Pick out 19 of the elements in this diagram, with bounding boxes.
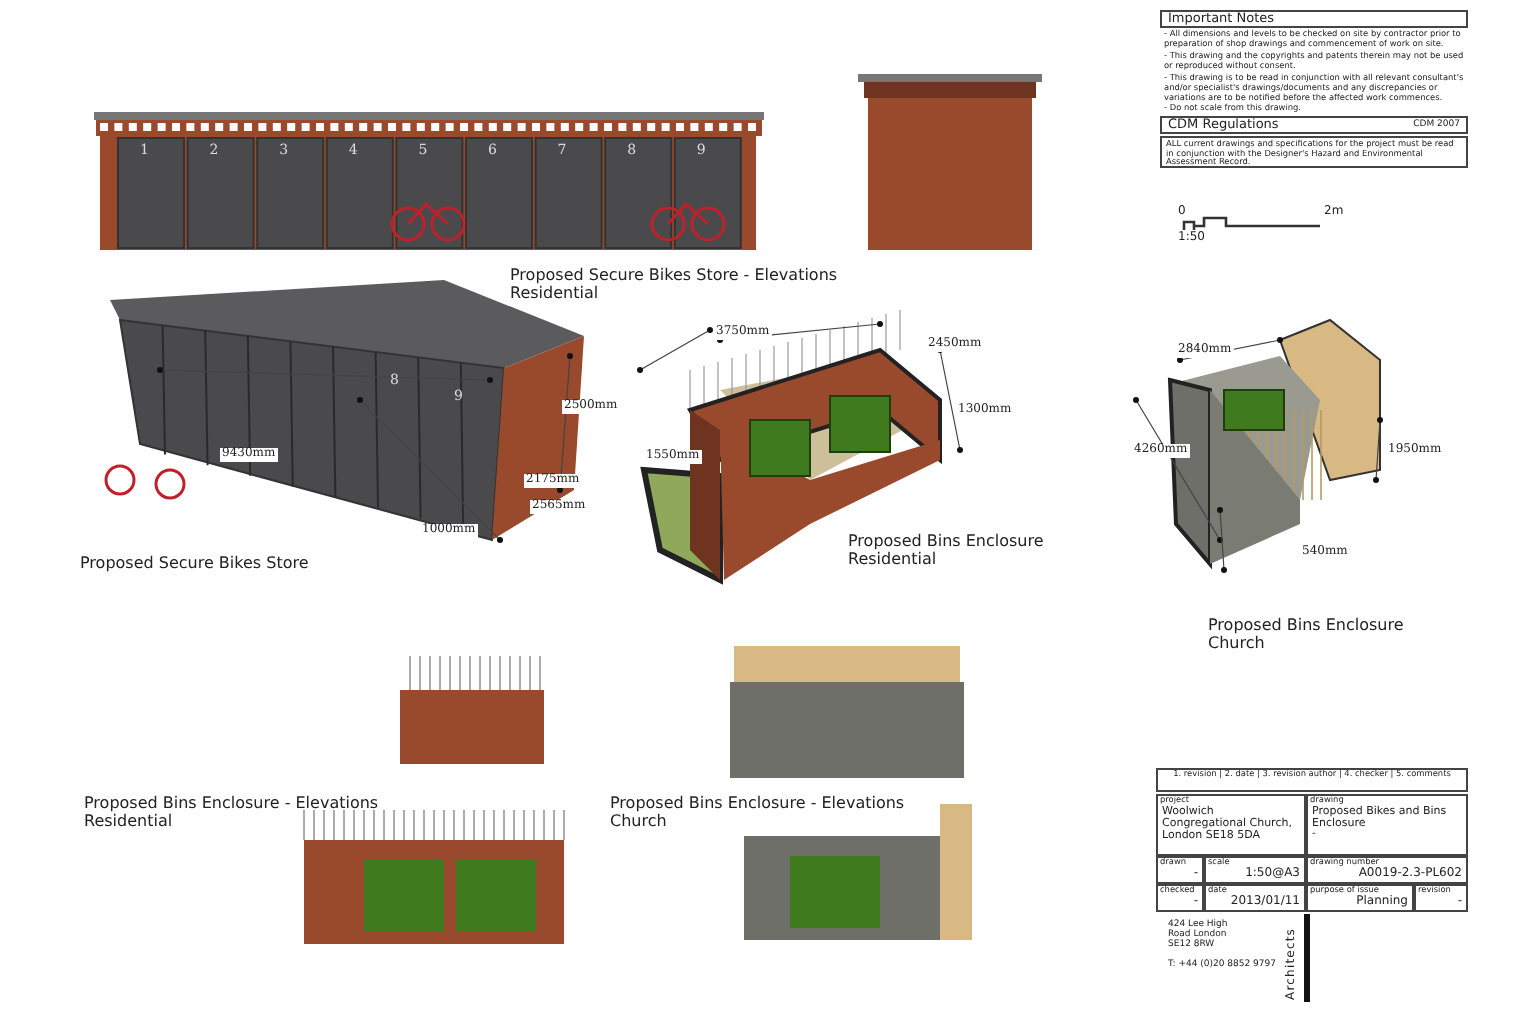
drawing-caption: Proposed Bins Enclosure - Elevations Church bbox=[610, 794, 907, 831]
drawing-caption: Proposed Secure Bikes Store bbox=[80, 554, 309, 573]
title-block-cell bbox=[1306, 856, 1468, 884]
title-block-cell bbox=[1156, 856, 1204, 884]
title-block-cell bbox=[1306, 794, 1468, 856]
title-block-cell bbox=[1204, 856, 1306, 884]
title-block-cell bbox=[1156, 884, 1204, 912]
notes-header bbox=[1160, 10, 1468, 28]
drawing-caption: Proposed Bins Enclosure Church bbox=[1208, 616, 1406, 653]
title-block-cell bbox=[1414, 884, 1468, 912]
title-block-cell bbox=[1306, 884, 1414, 912]
revision-header-row bbox=[1156, 768, 1468, 792]
notes-header bbox=[1160, 116, 1468, 134]
title-block-cell bbox=[1204, 884, 1306, 912]
drawing-caption: Proposed Secure Bikes Store - Elevations Residential bbox=[510, 266, 840, 303]
drawing-caption: Proposed Bins Enclosure - Elevations Residential bbox=[84, 794, 381, 831]
drawing-caption: Proposed Bins Enclosure Residential bbox=[848, 532, 1046, 569]
notes-panel bbox=[1160, 136, 1468, 168]
title-block-cell bbox=[1156, 794, 1306, 856]
